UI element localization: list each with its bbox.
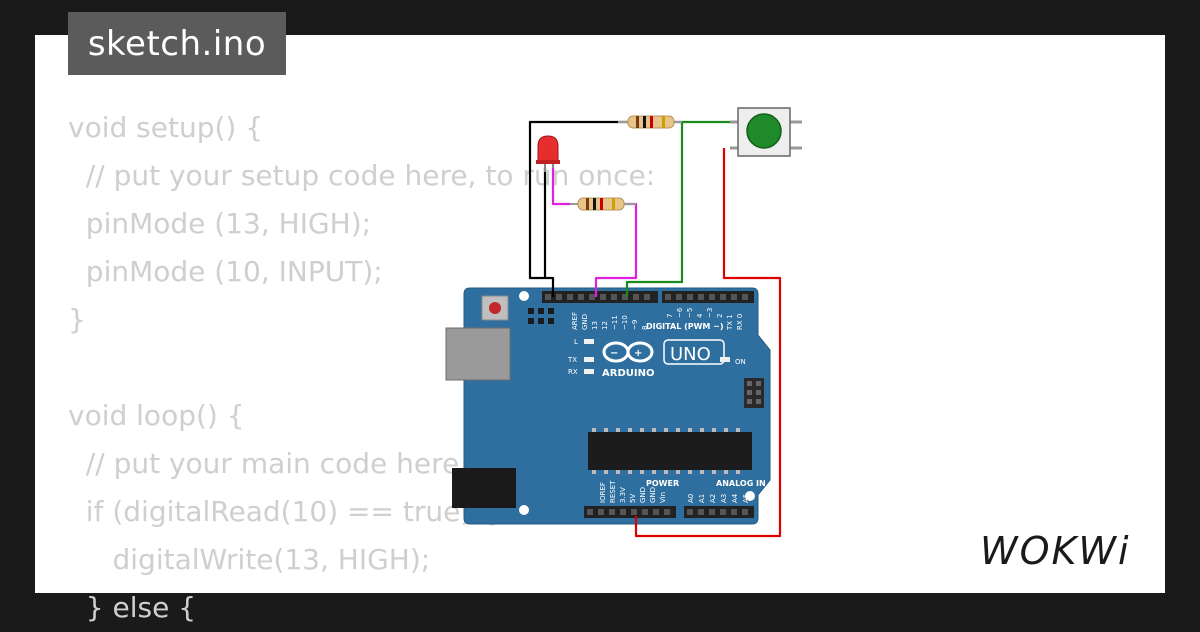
pin-label: AREF: [571, 312, 579, 330]
wire-led-anode[interactable]: [551, 162, 570, 206]
digital-label: DIGITAL (PWM ~): [646, 322, 724, 331]
red-led[interactable]: [536, 135, 560, 172]
code-editor[interactable]: void setup() { // put your setup code he…: [68, 104, 728, 632]
power-header: [584, 506, 676, 518]
wire-5v[interactable]: [634, 148, 782, 538]
mounting-hole: [519, 291, 529, 301]
model-label: UNO: [670, 344, 711, 365]
atmega-chip: [588, 432, 752, 470]
mounting-hole: [745, 491, 755, 501]
pin-label: ~11: [611, 315, 619, 330]
rx-label: RX: [568, 368, 578, 376]
tx-label: TX: [567, 356, 577, 364]
code-line: // put your setup code here, to run once…: [68, 159, 656, 192]
on-label: ON: [735, 358, 746, 366]
pin-label: ~3: [706, 308, 714, 318]
reset-button-cap: [489, 302, 501, 314]
svg-text:+: +: [634, 348, 642, 359]
pin-label: GND: [581, 314, 589, 330]
led-tx-indicator: [584, 357, 594, 362]
pin-label: 4: [696, 313, 704, 318]
pin-label: 3.3V: [619, 487, 627, 503]
pin-label: 5V: [629, 494, 637, 503]
power-jack: [452, 468, 516, 508]
model-badge: [663, 339, 725, 365]
pin-label: Vin: [659, 492, 667, 503]
pin-label: 12: [601, 321, 609, 330]
digital-header-right: [662, 291, 754, 303]
led-l-label: L: [574, 338, 578, 346]
code-line: pinMode (13, HIGH);: [68, 207, 372, 240]
arduino-uno-board[interactable]: AREF GND 13 12 ~11 ~10 ~9 8 7 ~6 ~5 4 ~3…: [445, 287, 771, 525]
code-line: }: [68, 303, 86, 336]
arduino-brand-label: ARDUINO: [602, 368, 654, 379]
pin-label: GND: [639, 487, 647, 503]
icsp-right-header: [744, 378, 764, 408]
pin-label: ~10: [621, 315, 629, 330]
wokwi-logo: WOKWi: [980, 529, 1131, 573]
circuit-diagram: AREF GND 13 12 ~11 ~10 ~9 8 7 ~6 ~5 4 ~3…: [445, 107, 802, 538]
analog-label: ANALOG IN: [716, 479, 766, 488]
led-on-indicator: [720, 357, 730, 362]
file-tab-label: sketch.ino: [87, 23, 267, 64]
code-line: digitalWrite(13, HIGH);: [68, 543, 431, 576]
pin-label: GND: [649, 487, 657, 503]
pin-label: RX 0: [736, 314, 744, 330]
pushbutton[interactable]: [730, 107, 802, 157]
wokwi-logo-text: WOKWi: [980, 529, 1131, 573]
code-line: pinMode (10, INPUT);: [68, 255, 383, 288]
pin-label: 2: [716, 314, 724, 318]
pin-label: RESET: [609, 480, 617, 503]
pin-label: A1: [698, 494, 706, 503]
pin-label: ~6: [676, 307, 684, 318]
pin-label: ~9: [631, 320, 639, 330]
pin-label: A2: [709, 494, 717, 503]
code-line: if (digitalRead(10) == true) {: [68, 495, 498, 528]
pin-label: A4: [731, 493, 739, 503]
code-line: } else {: [68, 591, 197, 624]
wire-pin10[interactable]: [625, 120, 738, 297]
wire-gnd-resistor[interactable]: [528, 120, 628, 297]
usb-port: [445, 327, 511, 381]
pin-label: A0: [687, 494, 695, 503]
pin-label: ~5: [686, 308, 694, 318]
arduino-logo-icon: [602, 341, 654, 363]
pin-label: IOREF: [599, 482, 607, 503]
pin-label: 7: [666, 314, 674, 318]
icsp-header: [528, 308, 554, 324]
svg-text:−: −: [610, 348, 618, 359]
pin-label: 13: [591, 321, 599, 330]
pin-label: A5: [742, 494, 750, 503]
pin-label: A3: [720, 494, 728, 503]
code-line: void loop() {: [68, 399, 245, 432]
resistor-led[interactable]: [570, 197, 636, 211]
pin-label: TX 1: [726, 314, 734, 331]
mounting-hole: [519, 505, 529, 515]
file-tab[interactable]: sketch.ino: [68, 12, 286, 75]
led-rx-indicator: [584, 369, 594, 374]
resistor-button[interactable]: [618, 115, 682, 129]
code-line: void setup() {: [68, 111, 264, 144]
pin-label: 8: [641, 326, 649, 330]
led-l-indicator: [584, 339, 594, 344]
power-label: POWER: [646, 479, 679, 488]
